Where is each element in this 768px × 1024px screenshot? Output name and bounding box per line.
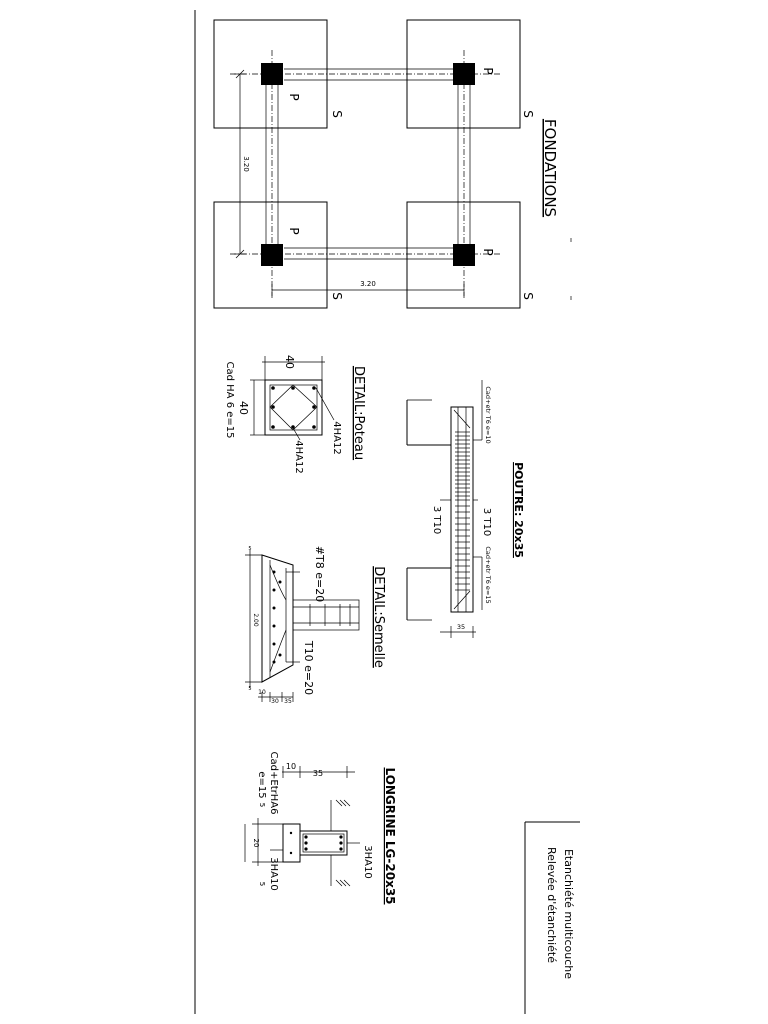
detail-semelle: #T8 e=20 T10 e=20 2.00 5 5 10 30 35 DETA… <box>245 546 386 705</box>
label-p-2: P <box>287 93 301 100</box>
label-s-3: S <box>330 292 344 300</box>
longrine-cad: Cad+EtrHA6 <box>268 752 279 815</box>
poutre-title: POUTRE: 20x35 <box>512 462 525 558</box>
poutre-cad-right: Cad+etr T6 e=15 <box>484 546 492 603</box>
poutre-stirrups <box>455 431 470 591</box>
detail-longrine: 10 35 20 5 5 Cad+EtrHA6 e=15 3HA10 3HA10… <box>244 752 397 905</box>
footing-bottom-right <box>406 201 521 309</box>
longrine-dim-35: 35 <box>313 769 323 778</box>
longrine-dim-20: 20 <box>252 839 260 848</box>
longrine-ground-hatch <box>330 799 351 887</box>
dim-horizontal-label: 3.20 <box>360 280 376 288</box>
column-bottom-right <box>453 244 475 266</box>
label-p-4: P <box>481 248 495 255</box>
poteau-stirrups: Cad HA 6 e=15 <box>224 362 235 439</box>
dim-vertical-label: 3.20 <box>242 156 250 172</box>
column-bottom-left <box>261 244 283 266</box>
label-p-1: P <box>481 67 495 74</box>
semelle-dim-30: 30 <box>271 698 279 705</box>
longrine-cad-spacing: e=15 <box>256 771 267 798</box>
semelle-footing <box>261 554 294 683</box>
label-p-3: P <box>287 227 301 234</box>
column-top-right <box>453 63 475 85</box>
poutre-bottom-bars: 3 T10 <box>431 506 442 534</box>
longrine-bars-bottom: 3HA10 <box>268 857 279 890</box>
poteau-dim-top: 40 <box>283 355 296 369</box>
longrine-dim-5a: 5 <box>258 803 266 807</box>
semelle-bars-bottom: T10 e=20 <box>302 640 315 695</box>
column-top-left <box>261 63 283 85</box>
longrine-title: LONGRINE LG-20x35 <box>383 767 397 904</box>
detail-poutre: Cad+etr T6 e=10 Cad+etr T6 e=15 3 T10 3 … <box>406 380 525 638</box>
semelle-bars-top: #T8 e=20 <box>313 546 326 602</box>
semelle-dim-5b: 5 <box>248 686 251 692</box>
longrine-bars-top: 3HA10 <box>362 845 373 878</box>
note-line-2: Relevée d'étanchiété <box>545 847 558 963</box>
semelle-dim-35: 35 <box>284 698 292 705</box>
longrine-dim-10: 10 <box>286 762 296 771</box>
semelle-dim-10: 10 <box>258 689 266 696</box>
grade-beams <box>230 50 500 300</box>
dimension-horizontal: 3.20 <box>271 280 465 296</box>
poutre-beam <box>450 406 474 613</box>
detail-poteau: 40 40 4HA12 4HA12 Cad HA 6 e=15 DETAIL:P… <box>224 355 366 474</box>
poteau-title: DETAIL:Poteau <box>351 366 366 460</box>
poteau-bars-a: 4HA12 <box>331 421 342 454</box>
fondations-title: FONDATIONS <box>541 119 559 217</box>
foundation-plan: 3.20 3.20 P P P P S S S S FONDATIONS <box>213 19 572 309</box>
footing-bottom-left <box>213 201 328 309</box>
note-line-1: Etanchiété multicouche <box>562 849 575 979</box>
poteau-bars-b: 4HA12 <box>293 440 304 473</box>
longrine-section <box>282 823 301 863</box>
dimension-vertical: 3.20 <box>234 69 250 259</box>
semelle-dim-length: 2.00 <box>252 613 259 627</box>
poutre-top-bars: 3 T10 <box>481 508 492 536</box>
poutre-dim-support: 35 <box>457 623 465 631</box>
semelle-title: DETAIL:Semelle <box>371 566 386 668</box>
poutre-cad-left: Cad+etr T6 e=10 <box>484 386 492 443</box>
label-s-1: S <box>330 110 344 118</box>
label-s-2: S <box>521 110 535 118</box>
label-s-4: S <box>521 292 535 300</box>
poteau-section <box>264 379 323 436</box>
longrine-dim-5b: 5 <box>258 882 266 886</box>
semelle-dim-5a: 5 <box>248 546 251 552</box>
notes-box: Etanchiété multicouche Relevée d'étanchi… <box>524 821 580 1014</box>
poteau-dim-side: 40 <box>237 401 250 415</box>
